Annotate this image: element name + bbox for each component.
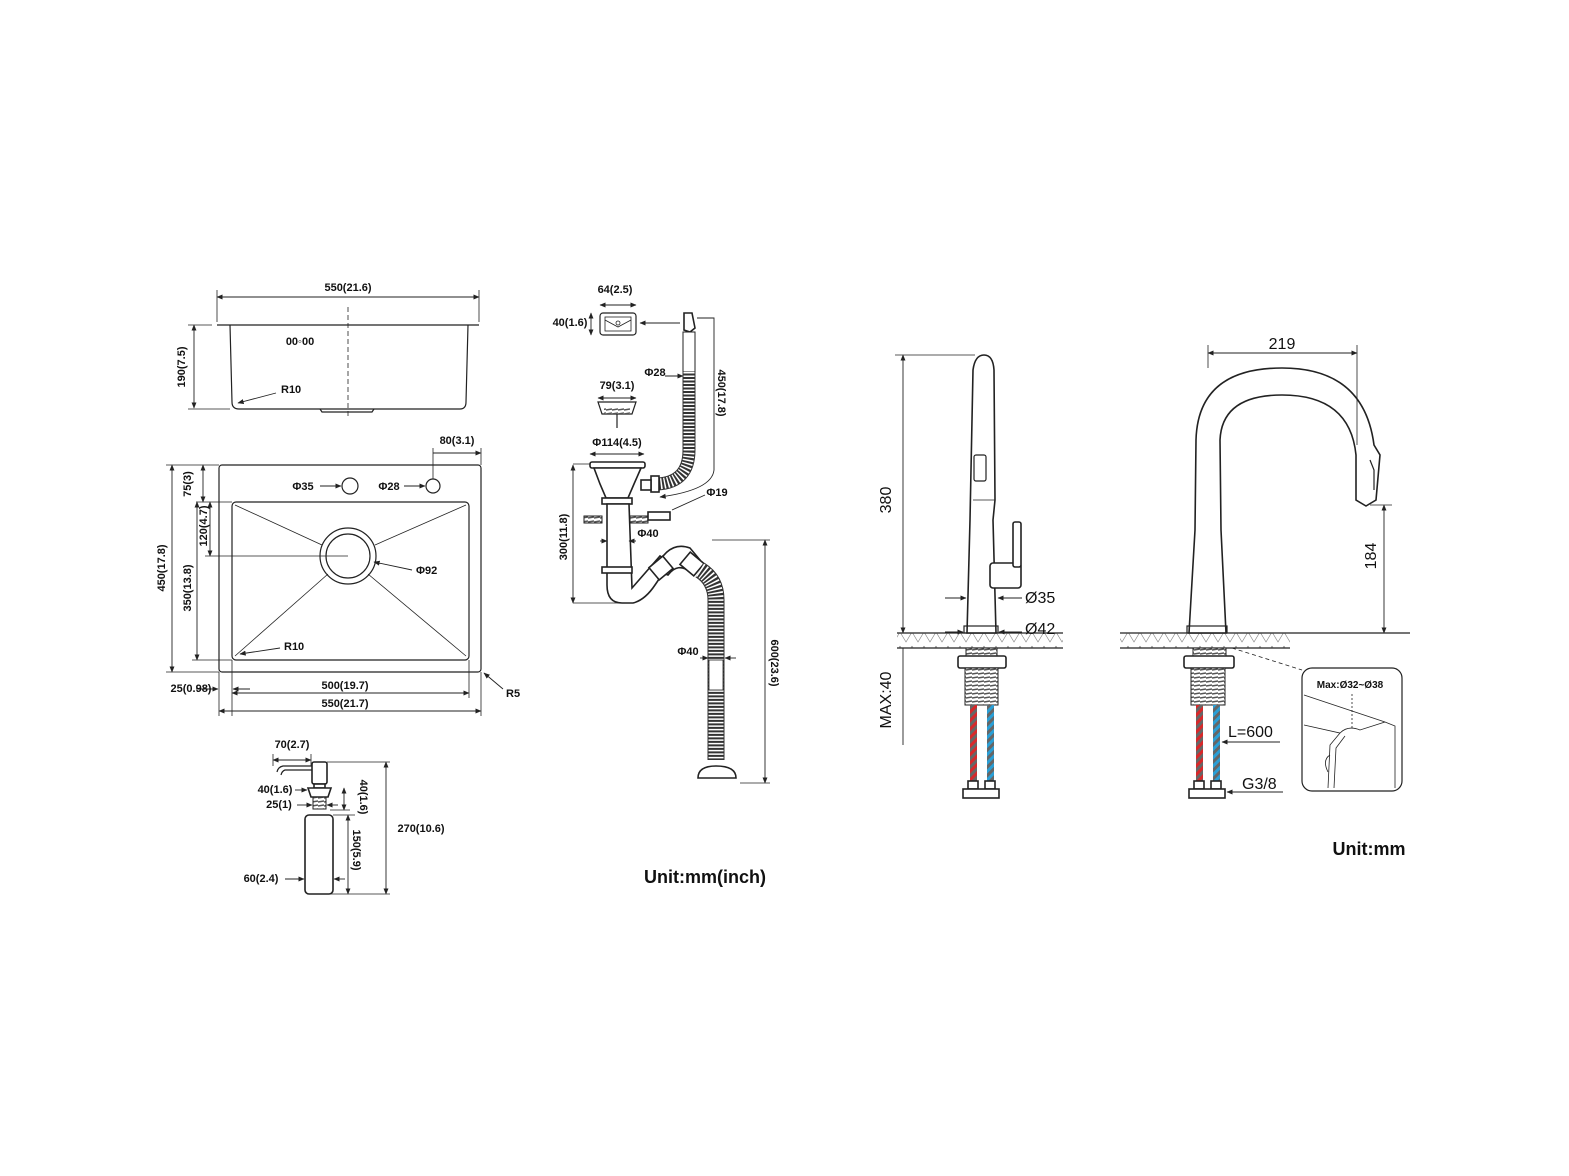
overflow-width-label: 64(2.5)	[598, 284, 633, 296]
soap-dispenser: 70(2.7) 40(1.6) 25(1) 60(2.4) 40(1.6) 15…	[244, 739, 445, 895]
pipe-dia-label: Φ40	[637, 528, 658, 540]
hose-length-label: L=600	[1228, 724, 1273, 741]
collar-label: 40(1.6)	[258, 784, 293, 796]
head-height-label: 40(1.6)	[357, 780, 369, 815]
max-thickness-label: MAX:40	[878, 671, 895, 728]
corner-radius-label: R5	[506, 688, 520, 700]
side-inlet-label: Φ19	[706, 487, 727, 499]
neck-label: 25(1)	[266, 799, 292, 811]
dispenser-hole	[425, 478, 441, 494]
bowl-depth-label: 350(13.8)	[182, 564, 194, 611]
drain-diameter-label: Φ92	[416, 565, 437, 577]
side-radius-label: R10	[281, 384, 301, 396]
overflow-height-label: 40(1.6)	[553, 317, 588, 329]
spout-label: 70(2.7)	[275, 739, 310, 751]
bowl-radius-label: R10	[284, 641, 304, 653]
bottle-dia-label: 60(2.4)	[244, 873, 279, 885]
bottle-height-label: 150(5.9)	[350, 830, 362, 871]
drain-kit: 64(2.5) 40(1.6) Φ28 450(17.8) 79(3.1) Φ1…	[553, 284, 780, 784]
handle-dia-label: Ø35	[1025, 590, 1055, 607]
depth-outer-label: 450(17.8)	[156, 544, 168, 591]
total-height-label: 270(10.6)	[397, 823, 444, 835]
outlet-length-label: 600(23.6)	[768, 639, 780, 686]
faucet-hole	[341, 477, 359, 495]
hose-dia-label: Φ28	[644, 367, 665, 379]
bowl-width-label: 500(19.7)	[321, 680, 368, 692]
sink-top-view: Φ35 Φ28 80(3.1) 450(17.8) 75(3) 120(4.7)…	[156, 435, 520, 716]
drain-offset-label: 120(4.7)	[198, 505, 210, 546]
hole-range-label: Max:Ø32~Ø38	[1317, 680, 1384, 691]
mounting-hole-inset: Max:Ø32~Ø38	[1301, 667, 1403, 792]
overflow-mark: 00◦00	[286, 336, 314, 348]
top-width-label: 550(21.7)	[321, 698, 368, 710]
faucet-pulldown-view: 219 184 L=600 G3/8 Max:Ø32~Ø38	[1120, 336, 1410, 799]
rim-offset-label: 25(0.98)	[171, 683, 212, 695]
dispenser-hole-label: Φ28	[378, 481, 399, 493]
base-dia-label: Ø42	[1025, 621, 1055, 638]
sink-side-height-label: 190(7.5)	[176, 346, 188, 387]
outlet-dia-label: Φ40	[677, 646, 698, 658]
spout-height-label: 184	[1363, 543, 1380, 570]
flange-dia-label: Φ114(4.5)	[592, 437, 642, 449]
sink-side-width-label: 550(21.6)	[324, 282, 371, 294]
edge-hole-offset-label: 80(3.1)	[440, 435, 475, 447]
faucet-side-view: 380 MAX:40 Ø35 Ø42	[878, 354, 1063, 799]
hose-length-label: 450(17.8)	[715, 369, 727, 416]
unit-label-left: Unit:mm(inch)	[644, 867, 766, 887]
sink-side-view: 550(21.6) 190(7.5) 00◦00 R10	[176, 282, 480, 419]
reach-label: 219	[1269, 336, 1296, 353]
faucet-hole-label: Φ35	[292, 481, 313, 493]
basket-dia-label: 79(3.1)	[600, 380, 635, 392]
faucet-height-label: 380	[878, 487, 895, 514]
trap-height-label: 300(11.8)	[558, 513, 570, 560]
unit-label-right: Unit:mm	[1333, 839, 1406, 859]
rim-top-label: 75(3)	[182, 471, 194, 497]
connector-label: G3/8	[1242, 776, 1277, 793]
